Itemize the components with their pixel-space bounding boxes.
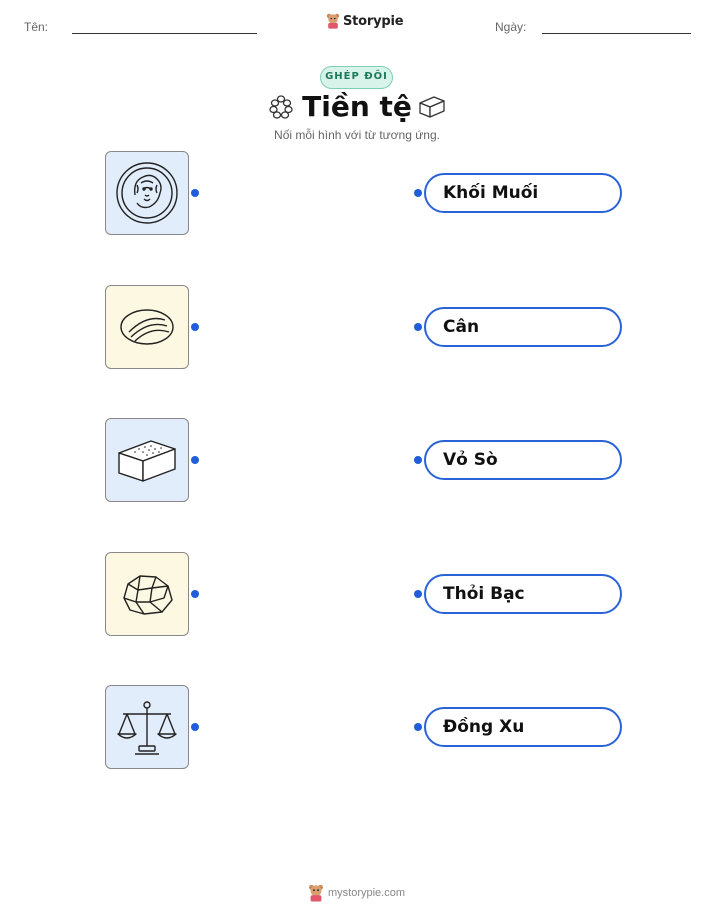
word-dot-2[interactable]	[414, 323, 422, 331]
name-label: Tên:	[24, 20, 49, 34]
brand-name: Storypie	[343, 13, 404, 29]
word-card-5[interactable]: Đồng Xu	[424, 707, 622, 747]
name-line	[72, 33, 257, 34]
silver-nugget-icon	[123, 575, 173, 615]
word-dot-3[interactable]	[414, 456, 422, 464]
bear-mascot-icon	[326, 13, 340, 29]
balance-scale-icon	[117, 701, 177, 755]
picture-card-scale[interactable]	[105, 685, 189, 769]
word-card-1[interactable]: Khối Muối	[424, 173, 622, 213]
shell-necklace-icon	[269, 95, 293, 119]
word-card-4[interactable]: Thỏi Bạc	[424, 574, 622, 614]
word-dot-5[interactable]	[414, 723, 422, 731]
picture-dot-3[interactable]	[191, 456, 199, 464]
picture-card-salt[interactable]	[105, 418, 189, 502]
picture-dot-4[interactable]	[191, 590, 199, 598]
salt-brick-icon	[118, 440, 176, 482]
page-title: Tiền tệ	[302, 90, 412, 123]
date-line	[542, 33, 691, 34]
footer: mystorypie.com	[308, 884, 405, 902]
picture-dot-5[interactable]	[191, 723, 199, 731]
cowrie-shell-icon	[120, 309, 174, 345]
word-dot-1[interactable]	[414, 189, 422, 197]
date-label: Ngày:	[495, 20, 527, 34]
picture-dot-2[interactable]	[191, 323, 199, 331]
instruction-text: Nối mỗi hình với từ tương ứng.	[274, 128, 440, 142]
brand-logo: Storypie	[326, 13, 404, 29]
word-card-2[interactable]: Cân	[424, 307, 622, 347]
picture-card-shell[interactable]	[105, 285, 189, 369]
bear-mascot-icon	[309, 884, 323, 902]
word-dot-4[interactable]	[414, 590, 422, 598]
picture-card-coin[interactable]	[105, 151, 189, 235]
word-card-3[interactable]: Vỏ Sò	[424, 440, 622, 480]
footer-site: mystorypie.com	[328, 887, 406, 899]
salt-block-icon	[419, 96, 445, 118]
picture-dot-1[interactable]	[191, 189, 199, 197]
lion-coin-icon	[116, 162, 178, 224]
activity-badge: GHÉP ĐÔI	[320, 66, 393, 89]
picture-card-silver[interactable]	[105, 552, 189, 636]
